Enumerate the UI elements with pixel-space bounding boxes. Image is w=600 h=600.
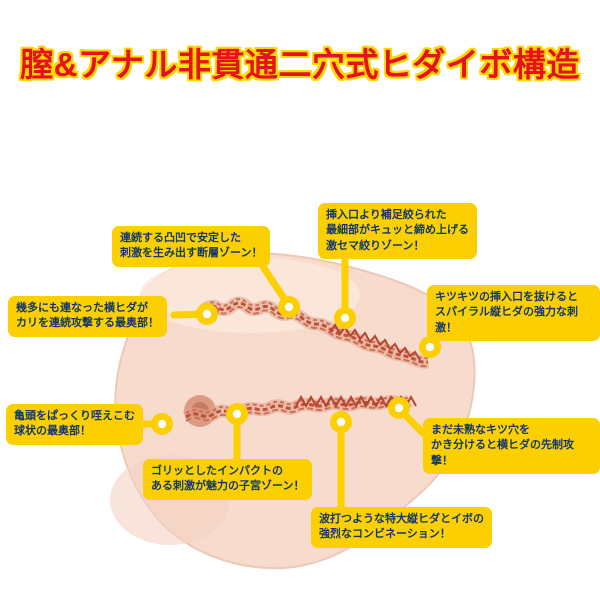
callout-marker-8: [330, 411, 352, 433]
callout-spiral-tate-hida: キツキツの挿入口を抜けると スパイラル縦ヒダの強力な刺激！: [427, 285, 600, 342]
callout-marker-7: [388, 397, 410, 419]
callout-marker-2: [334, 307, 356, 329]
page-title: 膣&アナル非貫通二穴式ヒダイボ構造: [20, 46, 580, 83]
callout-yoko-hida-saiokubu: 幾多にも連なった横ヒダが カリを連続攻撃する最奥部！: [8, 296, 167, 337]
callout-combination: 波打つような特大縦ヒダとイボの 強烈なコンビネーション！: [311, 507, 492, 548]
callout-sensei-kougeki: まだ未熟なキツ穴を かき分けると横ヒダの先制攻撃！: [423, 418, 600, 475]
callout-shikyuu-zone: ゴリッとしたインパクトの ある刺激が魅力の子宮ゾーン！: [143, 459, 313, 500]
callout-gekisema-shibori-zone: 挿入口より補足絞られた 最細部がキュッと締め上げる 激セマ絞りゾーン！: [318, 203, 477, 260]
callout-marker-1: [278, 296, 300, 318]
callout-markers: [151, 296, 441, 435]
callout-marker-5: [151, 413, 173, 435]
callout-marker-3: [419, 336, 441, 358]
callout-dansou-zone: 連続する凸凹で安定した 刺激を生み出す断層ゾーン！: [112, 226, 271, 267]
callout-kyuujou-saiokubu: 亀頭をぱっくり咥えこむ 球状の最奥部！: [6, 404, 143, 445]
callout-marker-4: [196, 303, 218, 325]
callout-marker-6: [226, 403, 248, 425]
